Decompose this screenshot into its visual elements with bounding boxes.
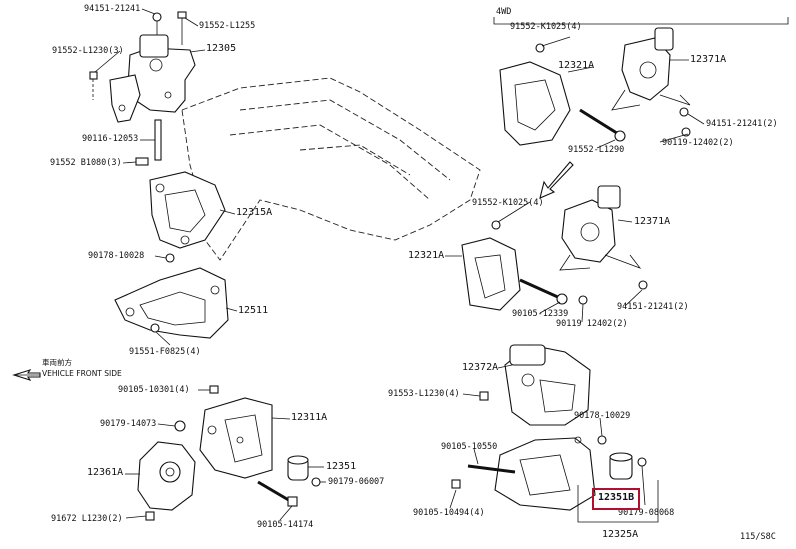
label-91552-l1230-3: 91552-L1230(3) [52,46,124,56]
label-90179-08068: 90179-08068 [618,508,675,518]
label-94151-21241-2-b: 94151-21241(2) [617,302,689,312]
label-91553-l1230-4: 91553-L1230(4) [388,389,460,399]
label-91552-k1025-4-b: 91552-K1025(4) [472,198,544,208]
4wd-group-bracket [493,17,789,25]
label-91552-l1255: 91552-L1255 [199,21,256,31]
label-90105-10494-4: 90105-10494(4) [413,508,485,518]
label-94151-21241-2-a: 94151-21241(2) [706,119,778,129]
label-12371a-a: 12371A [690,54,727,65]
label-12351b[interactable]: 12351B [598,492,635,503]
label-90179-06007: 90179-06007 [328,477,385,487]
label-91552-b1080-3: 91552 B1080(3) [50,158,122,168]
label-12311a: 12311A [291,412,328,423]
bolt-90105-10494 [451,479,461,489]
label-12511: 12511 [238,305,269,316]
bracket-12511 [114,267,229,339]
bracket-12325a [494,435,607,511]
label-12372a: 12372A [462,362,499,373]
label-90105-10301-4: 90105-10301(4) [118,385,190,395]
label-12321a-b: 12321A [408,250,445,261]
label-91551-f0825-4: 91551-F0825(4) [129,347,201,357]
direction-arrow [539,161,574,199]
bracket-12321a-lower [461,220,568,311]
label-90105-12339: 90105-12339 [512,309,569,319]
label-91552-l1290: 91552-L1290 [568,145,625,155]
direction-label-jp: 車両前方 [42,358,72,367]
label-90105-10550: 90105-10550 [441,442,498,452]
label-90119-12402-2-b: 90119 12402(2) [556,319,628,329]
label-90178-10028: 90178-10028 [88,251,145,261]
label-12315a: 12315A [236,207,273,218]
section-note-4wd: 4WD [496,7,512,17]
highlight-box-12351b[interactable] [592,488,640,510]
engine-mount-12371a-lower [559,185,648,305]
bolt-91552-l1230 [89,71,98,100]
label-91672-l1230-2: 91672 L1230(2) [51,514,123,524]
page-reference: 115/S8C [740,532,776,542]
engine-mount-12305 [109,11,196,123]
group-bracket-12325a [577,480,659,523]
label-90179-14073: 90179-14073 [100,419,157,429]
engine-mount-12361a [137,441,196,521]
label-12371a-b: 12371A [634,216,671,227]
bushing-12351b [609,452,647,480]
bracket-12321a-upper [499,43,626,146]
label-90178-10029: 90178-10029 [574,411,631,421]
bracket-12311a [199,397,273,479]
engine-mount-12372a [479,344,591,426]
direction-label: VEHICLE FRONT SIDE [42,369,122,378]
label-12305: 12305 [206,43,237,54]
bushing-12351 [287,455,321,487]
nut-90178-10028 [165,253,175,263]
bolt-90105-10550 [467,464,516,474]
label-12325a: 12325A [602,529,639,540]
bracket-12315a [149,171,226,249]
label-91552-k1025-4-a: 91552-K1025(4) [510,22,582,32]
vehicle-front-arrow [12,369,41,381]
label-94151-21241: 94151-21241 [84,4,141,14]
bolt-90179-14073 [174,420,186,432]
label-90105-14174: 90105-14174 [257,520,314,530]
leader-lines [94,8,705,521]
bolt-90116-12053 [154,119,162,161]
label-12351: 12351 [326,461,357,472]
bolt-90105-10301 [209,385,219,394]
label-90116-12053: 90116-12053 [82,134,139,144]
label-90119-12402-2-a: 90119-12402(2) [662,138,734,148]
bolt-90105-14174 [257,480,298,507]
label-12361a: 12361A [87,467,124,478]
label-12321a-a: 12321A [558,60,595,71]
engine-outline [181,77,481,261]
engine-mount-12371a-upper [611,27,691,137]
bolt-91552-b1080 [135,157,149,166]
